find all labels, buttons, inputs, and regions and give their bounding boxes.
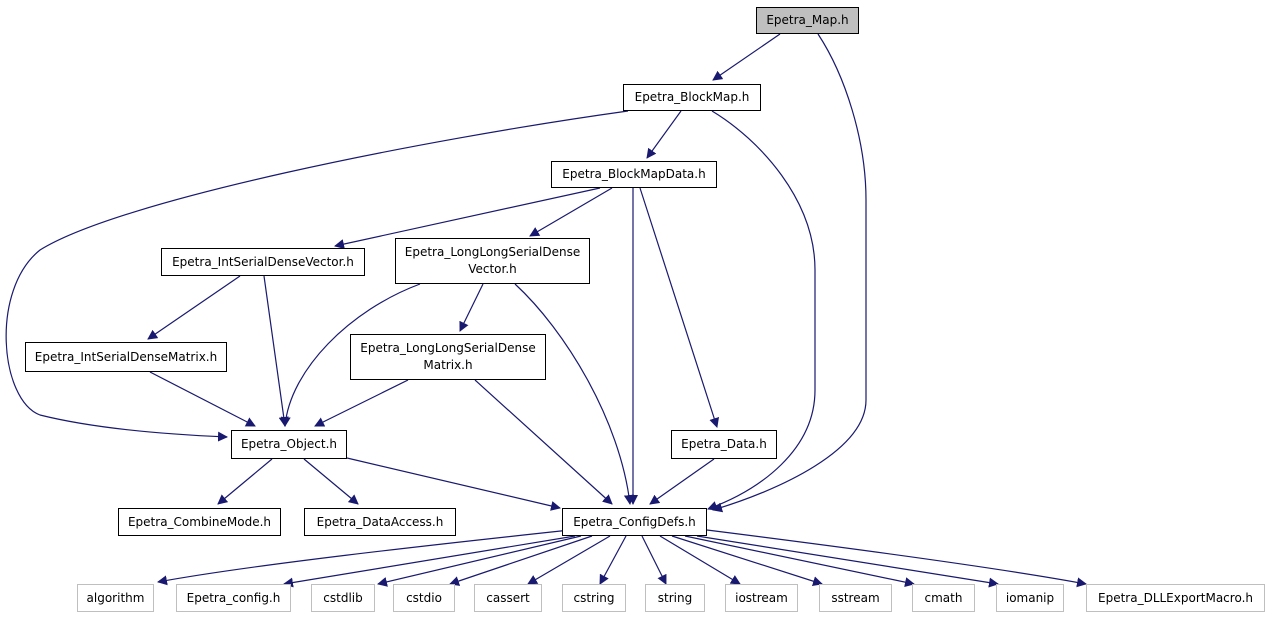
edge-configdefs-to-cassert — [527, 535, 611, 585]
node-epetra-map-h: Epetra_Map.h — [756, 7, 859, 34]
edge-intvec-to-intmat — [147, 275, 241, 340]
edge-configdefs-to-cstdlib — [377, 535, 582, 587]
node-cmath: cmath — [912, 584, 975, 612]
node-epetra-object-h[interactable]: Epetra_Object.h — [231, 430, 347, 459]
edge-blockmapdata-to-data — [639, 187, 719, 428]
edge-llvec-to-llmat — [459, 283, 484, 332]
node-epetra-dllexportmacro-h: Epetra_DLLExportMacro.h — [1086, 584, 1265, 612]
edge-configdefs-to-string — [641, 535, 667, 585]
edge-map-to-blockmap — [712, 33, 781, 81]
node-sstream: sstream — [819, 584, 892, 612]
edge-configdefs-to-dllexport — [706, 529, 1087, 588]
edge-intvec-to-object — [263, 275, 289, 427]
node-epetra-blockmapdata-h[interactable]: Epetra_BlockMapData.h — [551, 161, 717, 188]
edge-blockmap-to-configdefs — [707, 110, 816, 511]
edge-configdefs-to-iostream — [659, 535, 741, 585]
node-epetra-config-h: Epetra_config.h — [176, 584, 291, 612]
node-cassert: cassert — [474, 584, 542, 612]
node-epetra-data-h[interactable]: Epetra_Data.h — [671, 430, 777, 459]
edge-configdefs-to-cstdio — [449, 535, 593, 586]
edge-llmat-to-object — [314, 379, 409, 427]
edge-map-to-configdefs — [712, 33, 867, 513]
edge-object-to-configdefs — [346, 457, 561, 511]
edge-blockmapdata-to-intvec — [334, 187, 601, 249]
edge-configdefs-to-config — [283, 535, 576, 588]
edge-llvec-to-object — [280, 283, 421, 427]
node-epetra-configdefs-h[interactable]: Epetra_ConfigDefs.h — [562, 508, 707, 536]
edge-llmat-to-configdefs — [474, 379, 613, 505]
edge-data-to-configdefs — [649, 458, 715, 505]
node-epetra-blockmap-h[interactable]: Epetra_BlockMap.h — [623, 84, 761, 111]
edge-configdefs-to-algorithm — [157, 529, 571, 586]
node-cstdio: cstdio — [393, 584, 455, 612]
node-algorithm: algorithm — [77, 584, 154, 612]
node-epetra-intserialdensematrix-h[interactable]: Epetra_IntSerialDenseMatrix.h — [25, 342, 227, 372]
node-epetra-intserialdensevector-h[interactable]: Epetra_IntSerialDenseVector.h — [161, 248, 365, 276]
node-epetra-combinemode-h[interactable]: Epetra_CombineMode.h — [118, 508, 281, 536]
node-cstring: cstring — [562, 584, 626, 612]
dependency-edges — [5, 33, 1087, 588]
edge-blockmap-to-object — [5, 110, 629, 442]
node-iomanip: iomanip — [996, 584, 1064, 612]
edge-configdefs-to-sstream — [671, 535, 823, 587]
edge-configdefs-to-cmath — [684, 535, 915, 588]
edge-llvec-to-configdefs — [514, 283, 634, 505]
node-epetra-dataaccess-h[interactable]: Epetra_DataAccess.h — [304, 508, 456, 536]
edge-blockmap-to-blockmapdata — [646, 110, 682, 159]
node-iostream: iostream — [725, 584, 798, 612]
edge-object-to-combinemode — [217, 458, 273, 505]
edge-configdefs-to-iomanip — [696, 535, 999, 588]
edge-blockmapdata-to-llvec — [529, 187, 613, 237]
edge-configdefs-to-cstring — [599, 535, 627, 585]
node-cstdlib: cstdlib — [311, 584, 375, 612]
edge-intmat-to-object — [149, 371, 256, 427]
edge-object-to-dataaccess — [303, 458, 359, 505]
node-string: string — [645, 584, 705, 612]
